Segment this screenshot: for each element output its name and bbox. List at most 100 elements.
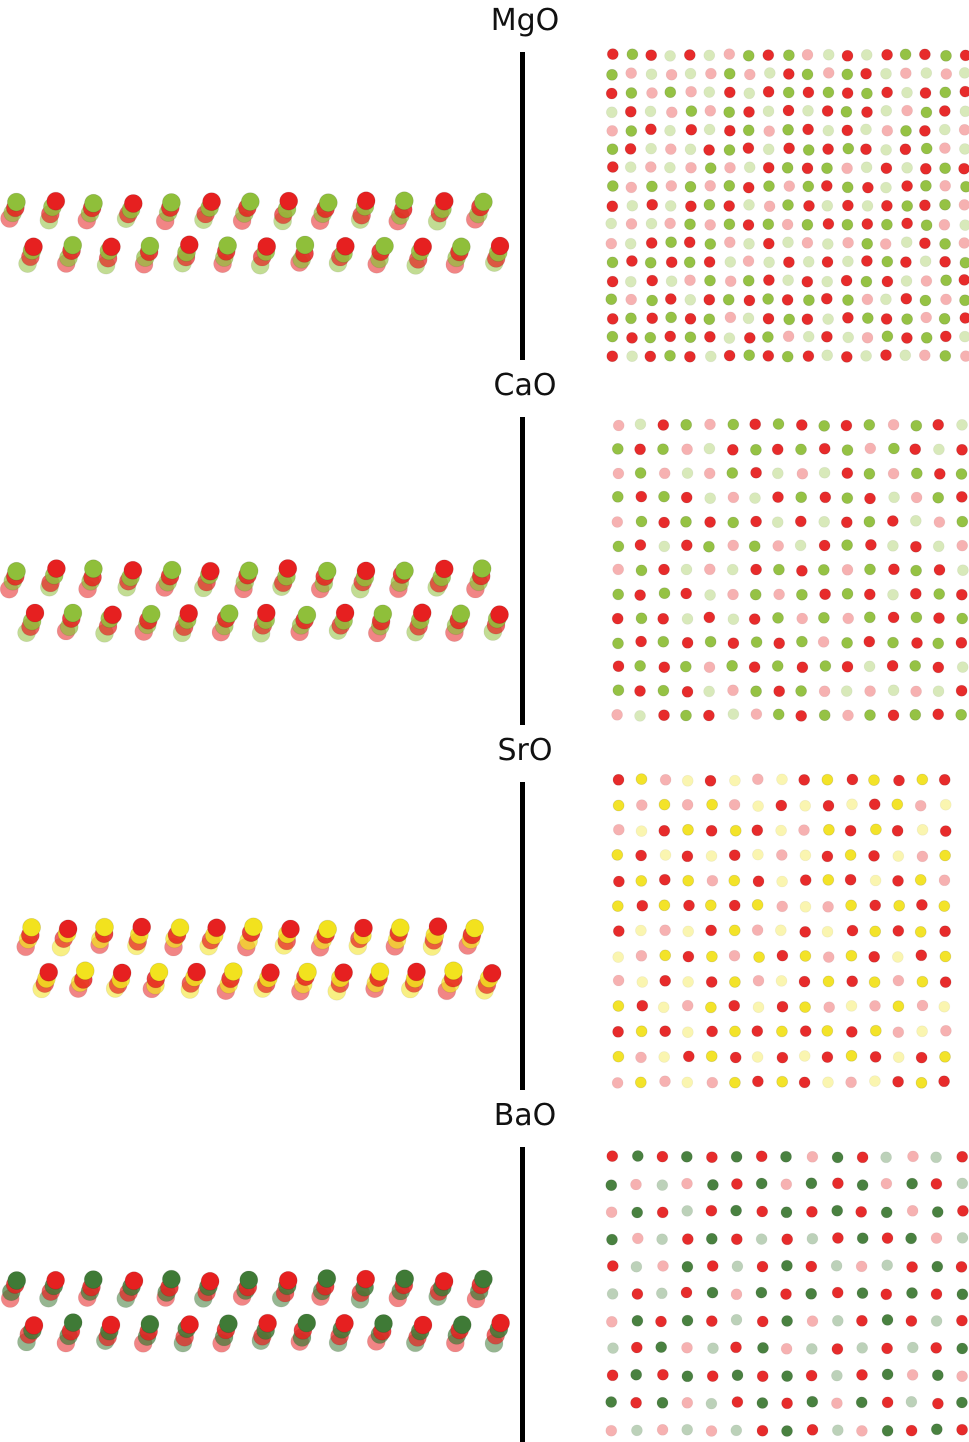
cation-atom — [219, 604, 239, 624]
oxygen-atom — [863, 635, 876, 648]
oxygen-atom — [704, 179, 717, 192]
cation-atom — [356, 1269, 376, 1289]
oxygen-atom — [706, 874, 719, 887]
oxygen-atom — [751, 1025, 764, 1038]
cation-atom — [682, 823, 694, 836]
oxygen-atom — [631, 1232, 644, 1245]
cation-atom — [726, 563, 739, 576]
cation-atom — [831, 1369, 843, 1382]
cation-atom — [932, 637, 945, 650]
cation-atom — [356, 191, 376, 211]
oxygen-atom — [796, 612, 809, 625]
cation-atom — [636, 976, 649, 988]
cation-atom — [863, 660, 876, 673]
cation-atom — [655, 1341, 668, 1354]
panel-cao: CaO — [0, 365, 969, 730]
cation-atom — [959, 294, 969, 307]
cation-atom — [298, 962, 317, 982]
cation-atom — [742, 274, 755, 287]
cation-atom — [726, 659, 738, 672]
cation-atom — [626, 350, 638, 363]
cation-atom — [722, 293, 735, 306]
cation-atom — [752, 800, 764, 812]
oxygen-atom — [611, 516, 624, 528]
cation-atom — [881, 1368, 894, 1381]
cation-atom — [239, 1270, 259, 1290]
oxygen-atom — [801, 48, 814, 61]
cation-atom — [681, 467, 694, 479]
cation-atom — [930, 1151, 942, 1164]
oxygen-atom — [636, 999, 649, 1012]
oxygen-atom — [635, 949, 648, 962]
oxygen-atom — [703, 293, 716, 306]
cation-atom — [141, 604, 161, 624]
cation-atom — [909, 659, 922, 672]
cation-atom — [958, 67, 969, 79]
oxygen-atom — [704, 104, 717, 117]
cation-atom — [782, 236, 794, 249]
oxygen-atom — [773, 637, 786, 650]
oxygen-atom — [634, 589, 646, 602]
cation-atom — [187, 962, 207, 982]
cation-atom — [795, 491, 808, 504]
cation-atom — [841, 444, 854, 456]
oxygen-atom — [704, 774, 717, 787]
oxygen-atom — [868, 950, 881, 963]
cation-atom — [919, 255, 932, 268]
oxygen-atom — [646, 274, 659, 287]
cation-atom — [821, 773, 834, 786]
cation-atom — [606, 1287, 619, 1300]
cation-atom — [743, 161, 756, 174]
cation-atom — [914, 925, 927, 938]
cation-atom — [729, 774, 741, 787]
oxygen-atom — [743, 68, 756, 81]
cation-atom — [776, 1075, 789, 1088]
cation-atom — [606, 1233, 618, 1246]
cation-atom — [772, 708, 785, 721]
cation-atom — [645, 217, 658, 230]
cation-atom — [656, 1396, 669, 1409]
oxygen-atom — [626, 255, 638, 267]
oxygen-atom — [933, 563, 946, 576]
cation-atom — [644, 256, 657, 269]
cation-atom — [806, 1232, 819, 1245]
cation-atom — [860, 161, 873, 174]
oxygen-atom — [704, 330, 716, 343]
oxygen-atom — [703, 611, 716, 624]
cation-atom — [821, 162, 833, 175]
cation-atom — [730, 1313, 743, 1326]
cation-atom — [939, 1050, 951, 1063]
cation-atom — [841, 587, 854, 600]
oxygen-atom — [685, 123, 698, 136]
oxygen-atom — [881, 275, 894, 288]
cation-atom — [239, 561, 259, 581]
oxygen-atom — [681, 443, 693, 456]
oxygen-atom — [605, 237, 618, 250]
cation-atom — [665, 275, 678, 288]
oxygen-atom — [762, 349, 775, 362]
cation-atom — [703, 313, 716, 326]
cation-atom — [611, 490, 624, 503]
oxygen-atom — [892, 974, 905, 987]
oxygen-atom — [919, 199, 931, 212]
oxygen-atom — [901, 180, 913, 192]
oxygen-atom — [955, 684, 968, 697]
oxygen-atom — [939, 825, 952, 837]
cation-atom — [860, 49, 873, 61]
cation-atom — [278, 1270, 298, 1290]
oxygen-atom — [645, 123, 657, 136]
cation-atom — [763, 256, 775, 269]
oxygen-atom — [680, 1286, 693, 1299]
oxygen-atom — [783, 180, 796, 193]
cation-atom — [755, 1286, 768, 1299]
oxygen-atom — [841, 660, 854, 673]
cation-atom — [473, 1269, 493, 1289]
oxygen-atom — [681, 636, 694, 649]
oxygen-atom — [743, 331, 756, 344]
cation-atom — [705, 1001, 717, 1014]
oxygen-atom — [781, 218, 794, 231]
oxygen-atom — [605, 1315, 618, 1328]
cation-atom — [635, 612, 648, 625]
cation-atom — [750, 636, 763, 649]
oxygen-atom — [911, 637, 923, 649]
